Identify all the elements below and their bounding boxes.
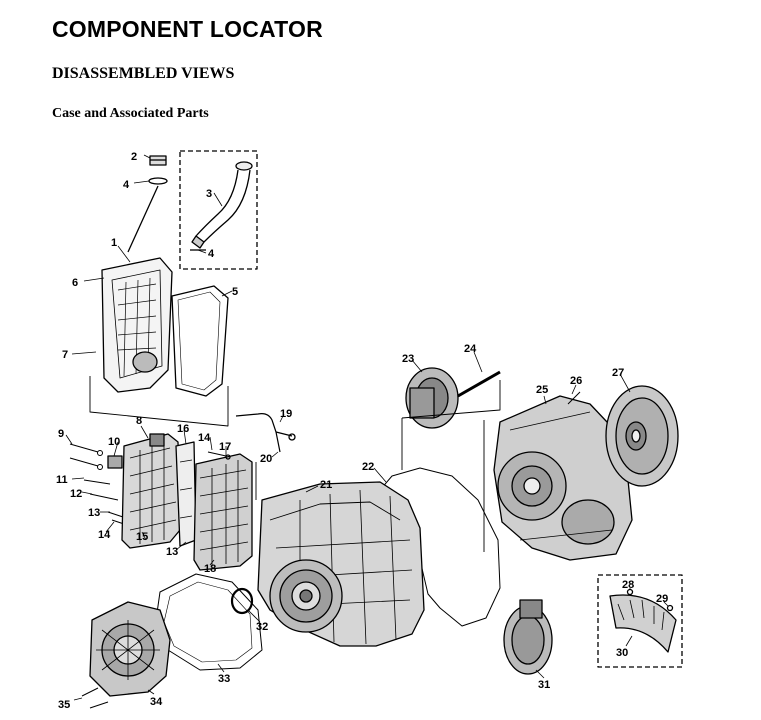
callout-22: 22 <box>362 461 374 473</box>
callout-1: 1 <box>111 237 117 249</box>
fill-tube-part <box>190 161 253 251</box>
transmission-case-part <box>257 481 425 647</box>
torque-converter-part <box>605 385 679 487</box>
dipstick-rod <box>127 185 159 253</box>
callout-23: 23 <box>402 353 414 365</box>
callout-16: 16 <box>177 423 189 435</box>
callout-labels: 1 2 3 4 4 5 6 7 8 9 10 11 12 13 13 14 14… <box>56 151 668 711</box>
differential-gear-part <box>503 599 553 675</box>
spacer-plate-part <box>175 441 197 547</box>
callout-5: 5 <box>232 286 238 298</box>
callout-25: 25 <box>536 384 548 396</box>
callout-3: 3 <box>206 188 212 200</box>
callout-21: 21 <box>320 479 332 491</box>
end-cover-gasket-part <box>155 573 263 671</box>
dipstick-kit-box <box>179 150 258 270</box>
callout-17: 17 <box>219 441 231 453</box>
wiring-harness-part <box>235 413 293 453</box>
callout-15: 15 <box>136 531 148 543</box>
callout-34: 34 <box>150 696 163 708</box>
callout-26: 26 <box>570 375 582 387</box>
cover-gasket-part <box>171 285 229 397</box>
control-valve-body-part <box>121 433 181 549</box>
side-cover-part <box>101 257 173 393</box>
upper-valve-body-part <box>193 453 253 571</box>
cap-part <box>149 155 167 166</box>
o-ring-part <box>148 177 168 185</box>
callout-28: 28 <box>622 579 634 591</box>
callout-13b: 13 <box>166 546 178 558</box>
callout-2: 2 <box>131 151 137 163</box>
callout-4b: 4 <box>208 248 215 260</box>
callout-4a: 4 <box>123 179 130 191</box>
callout-30: 30 <box>616 647 628 659</box>
callout-9: 9 <box>58 428 64 440</box>
callout-19: 19 <box>280 408 292 420</box>
callout-6: 6 <box>72 277 78 289</box>
callout-35: 35 <box>58 699 70 711</box>
callout-33: 33 <box>218 673 230 685</box>
callout-10: 10 <box>108 436 120 448</box>
solenoid-part <box>107 455 123 469</box>
callout-11: 11 <box>56 474 68 486</box>
converter-housing-part <box>493 395 633 561</box>
callout-18: 18 <box>204 563 216 575</box>
section-title: DISASSEMBLED VIEWS <box>52 65 235 82</box>
callout-24: 24 <box>464 343 477 355</box>
end-cover-part <box>89 601 171 697</box>
callout-20: 20 <box>260 453 272 465</box>
page-title: COMPONENT LOCATOR <box>52 16 323 42</box>
callout-14a: 14 <box>98 529 111 541</box>
pump-gear-part <box>405 367 459 429</box>
callout-29: 29 <box>656 593 668 605</box>
seal-ring-part <box>230 587 254 615</box>
input-shaft-part <box>457 370 501 398</box>
leader-lines <box>65 154 669 701</box>
callout-13a: 13 <box>88 507 100 519</box>
callout-12: 12 <box>70 488 82 500</box>
callout-8: 8 <box>136 415 142 427</box>
callout-31: 31 <box>538 679 550 691</box>
seal-kit-box <box>597 574 683 668</box>
callout-27: 27 <box>612 367 624 379</box>
callout-32: 32 <box>256 621 268 633</box>
seal-arc-part <box>609 594 677 653</box>
callout-7: 7 <box>62 349 68 361</box>
subsection-title: Case and Associated Parts <box>52 106 209 121</box>
callout-14b: 14 <box>198 432 211 444</box>
